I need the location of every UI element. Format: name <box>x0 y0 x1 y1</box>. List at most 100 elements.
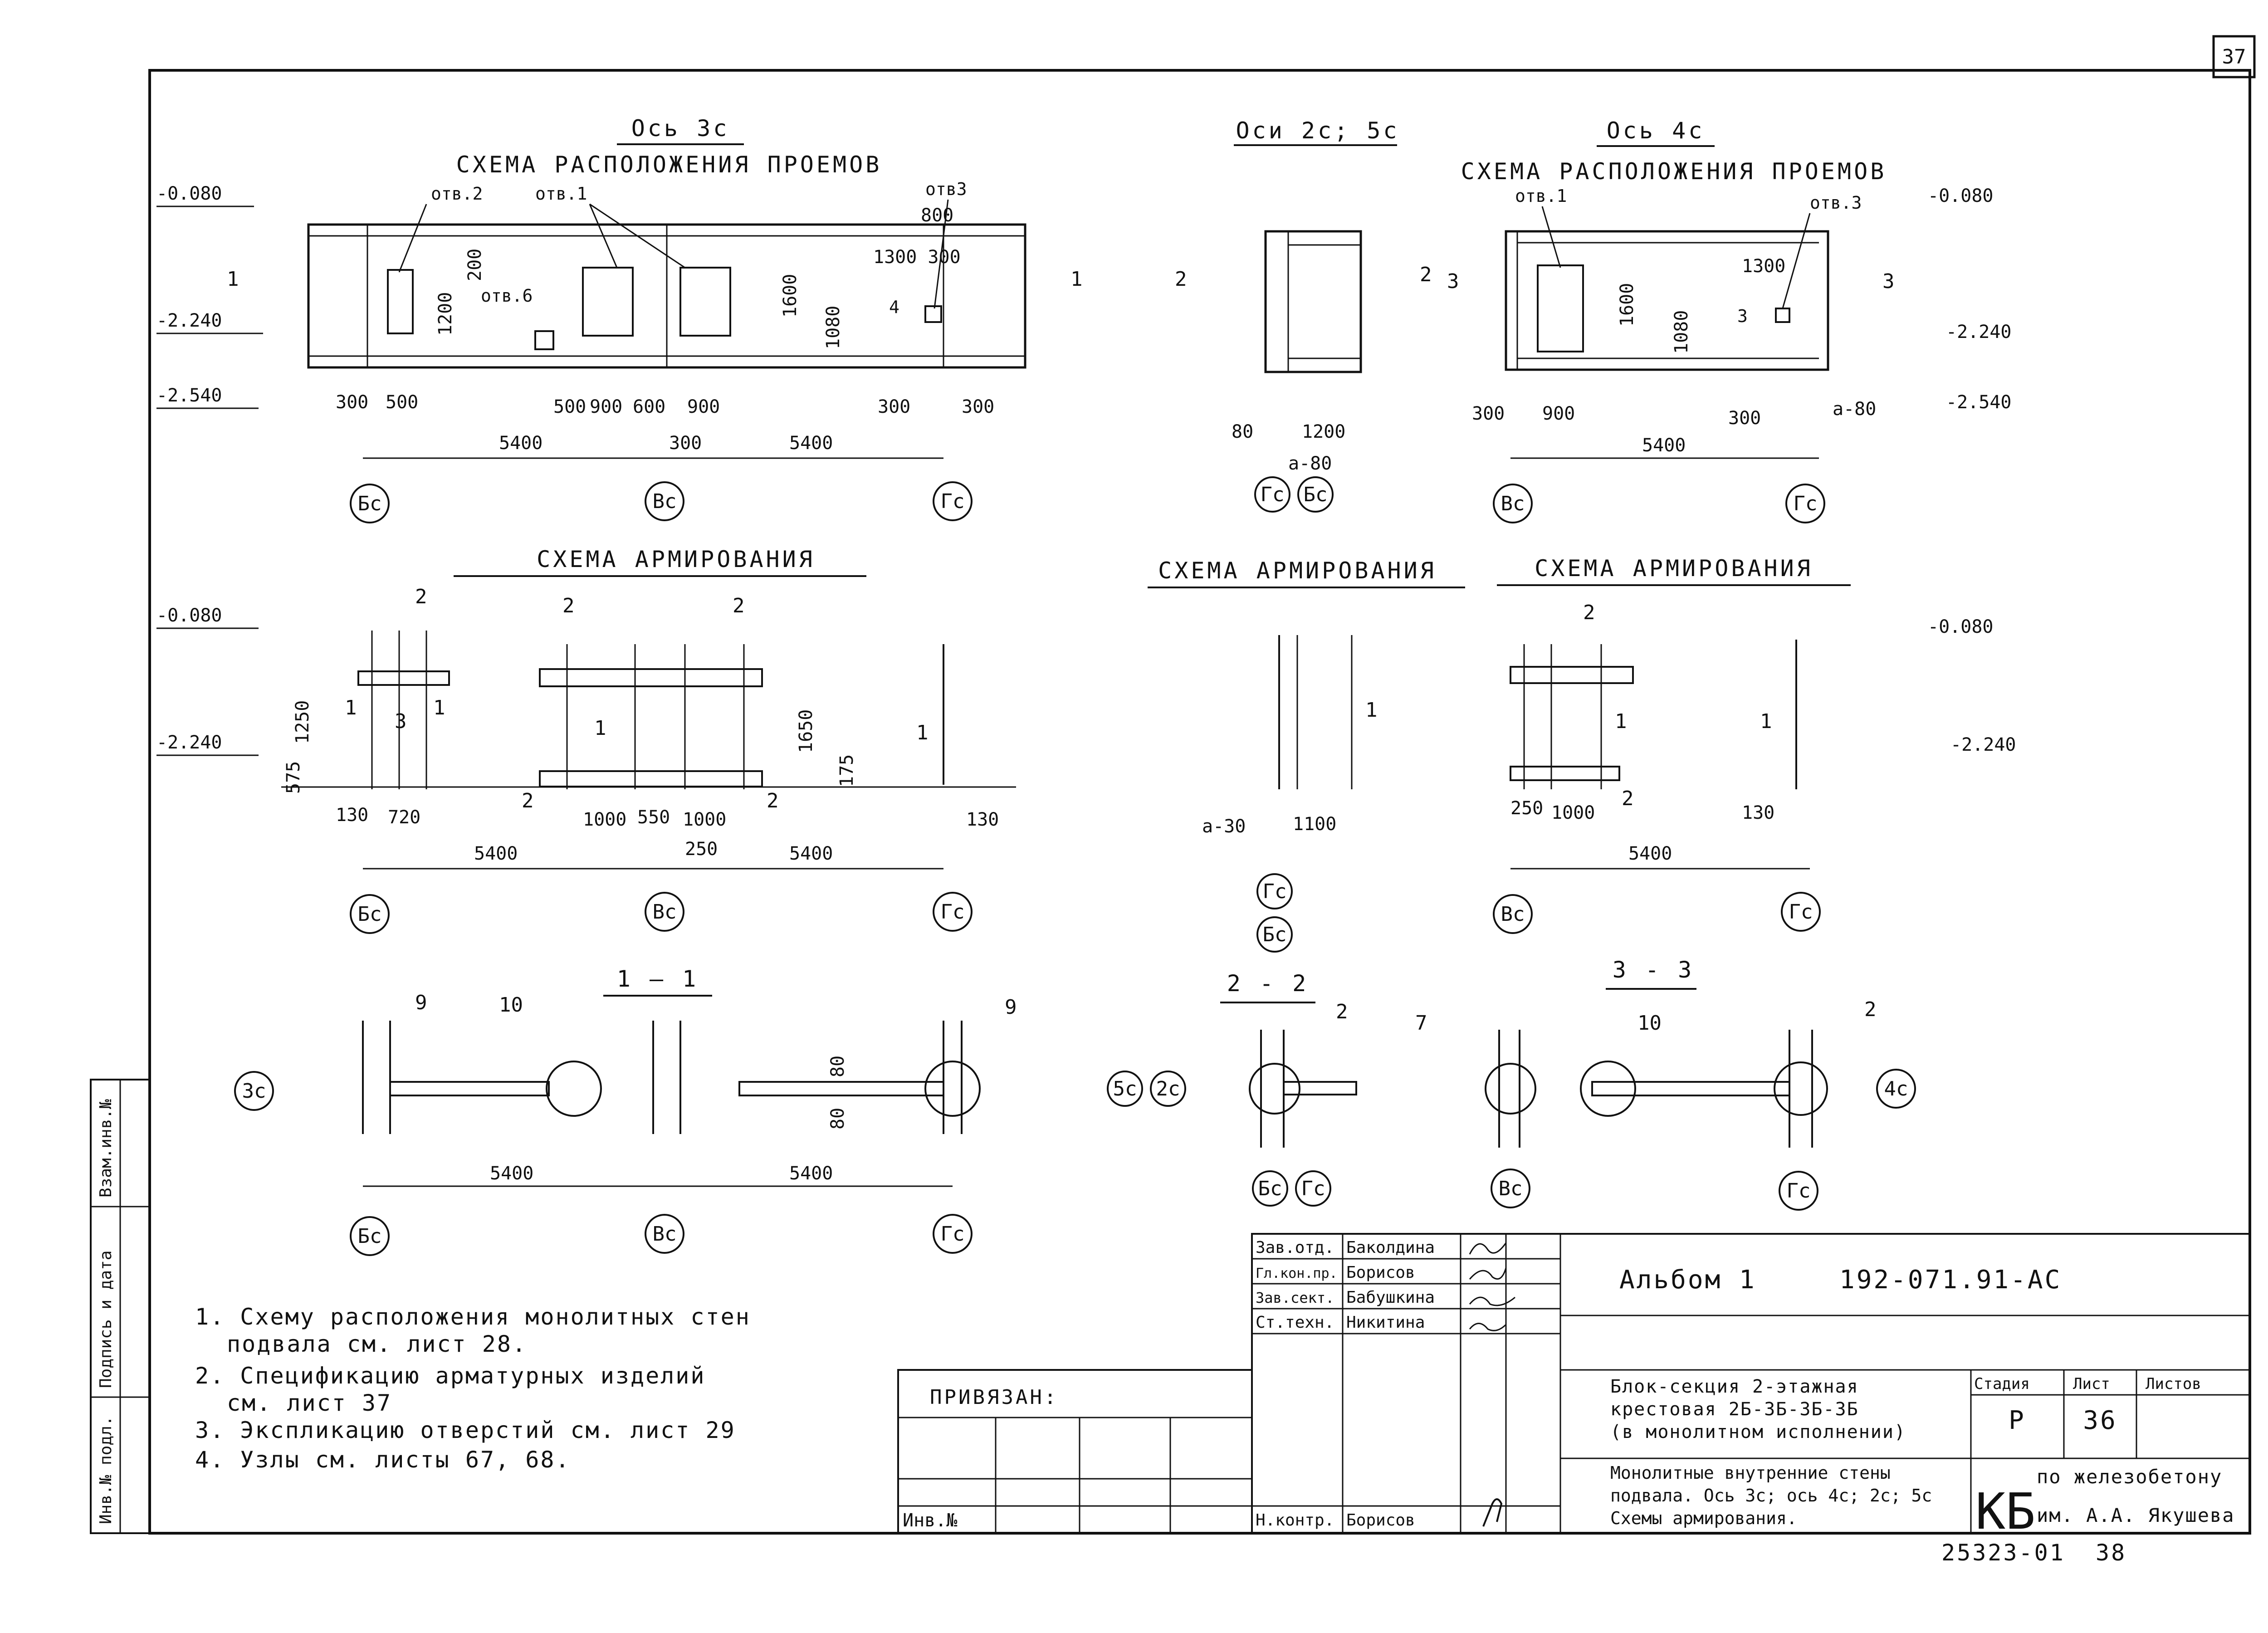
level-bot-4c: -2.540 <box>1946 392 2012 413</box>
label-otv2: отв.2 <box>431 184 483 204</box>
rb-axis-bs: Бс <box>358 903 382 926</box>
section-mark-1-left: 1 <box>227 268 239 291</box>
dim-300-l: 300 <box>336 392 368 413</box>
mark-3-4c: 3 <box>1737 306 1748 326</box>
section-mark-2-left: 2 <box>1175 268 1187 291</box>
level-top-3c: -0.080 <box>156 183 222 204</box>
axis-bubble-bs-1 <box>350 484 390 523</box>
tb-org-logo: КБ <box>1975 1482 2035 1540</box>
axis-bubble-gs-1 <box>933 481 973 521</box>
rb-mark-3: 3 <box>395 710 407 733</box>
sec22-axis-2c: 2с <box>1156 1077 1180 1100</box>
node-10-sec33 <box>1580 1061 1636 1117</box>
rb4-dim-5400: 5400 <box>1628 843 1672 864</box>
tb-sub-2: подвала. Ось 3с; ось 4с; 2с; 5с <box>1610 1486 1932 1506</box>
title-sec22: 2 - 2 <box>1227 970 1309 997</box>
signature-2 <box>1469 1267 1507 1280</box>
note-3: 3. Экспликацию отверстий см. лист 29 <box>195 1417 736 1443</box>
rb25-axis-bubble-bs <box>1256 916 1293 953</box>
dim-800: 800 <box>921 205 953 226</box>
section-2-2: 2 - 2 2 5с 2с Бс Гс <box>1107 970 1357 1207</box>
dim-900-m: 900 <box>590 396 622 417</box>
node-7-sec33 <box>1485 1063 1536 1115</box>
rb-axis-bubble-gs <box>933 892 973 932</box>
note-2b: см. лист 37 <box>227 1390 392 1416</box>
note-1a: 1. Схему расположения монолитных стен <box>195 1304 751 1330</box>
sec22-axis-bubble-5c <box>1107 1071 1143 1107</box>
side-stamp: Инв.№ подл. Подпись и дата Взам.инв.№ <box>90 1079 151 1534</box>
sheet-number-box <box>2212 35 2256 78</box>
tb-role-2: Гл.кон.пр. <box>1256 1266 1338 1281</box>
dim-80: 80 <box>1232 421 1253 442</box>
label-otv6: отв.6 <box>481 286 533 306</box>
rb-dim-550: 550 <box>637 807 670 828</box>
axis-bs-25: Бс <box>1304 483 1328 506</box>
level-mid-3c: -2.240 <box>156 310 222 331</box>
view-axes25c-openings: Оси 2с; 5с 2 2 80 1200 а-80 Гс Бс <box>1175 117 1432 513</box>
node-2-sec33 <box>1774 1061 1828 1116</box>
sec33-axis-bubble-gs <box>1779 1171 1818 1211</box>
level-mid-4c: -2.240 <box>1946 322 2012 342</box>
axis-bubble-vs-4c <box>1493 484 1533 523</box>
title-openings-3c: СХЕМА РАСПОЛОЖЕНИЯ ПРОЕМОВ <box>456 152 882 178</box>
sec33-axis-vs: Вс <box>1499 1177 1523 1200</box>
rb-dim-250: 250 <box>685 839 718 860</box>
view-axis4c-openings: Ось 4с СХЕМА РАСПОЛОЖЕНИЯ ПРОЕМОВ отв.1 … <box>1447 117 2012 523</box>
rb25-dim-1100: 1100 <box>1293 814 1336 835</box>
rb-axis-bubble-vs <box>645 892 684 932</box>
tb-album: Альбом 1 <box>1619 1265 1756 1295</box>
rb-mark-2a: 2 <box>415 585 427 608</box>
tb-sub-3: Схемы армирования. <box>1610 1508 1797 1528</box>
opening-3 <box>924 305 942 323</box>
rb25-mark-1: 1 <box>1365 699 1378 722</box>
title-block: ПРИВЯЗАН: Инв.№ Зав.отд. Гл.кон.пр. Зав.… <box>897 1233 2251 1540</box>
tb-nkontr-name: Борисов <box>1346 1511 1415 1530</box>
dim-1600-4c: 1600 <box>1617 283 1637 327</box>
dim-600-m: 600 <box>633 396 665 417</box>
dim-1080-4c: 1080 <box>1671 310 1692 354</box>
tb-col-sheets: Листов <box>2146 1375 2201 1393</box>
tb-name-1: Баколдина <box>1346 1238 1435 1257</box>
rb25-axis-gs: Гс <box>1263 880 1287 903</box>
title-openings-4c: СХЕМА РАСПОЛОЖЕНИЯ ПРОЕМОВ <box>1461 158 1887 185</box>
axis-bubble-gs-4c <box>1785 484 1825 523</box>
dim-300-c: 300 <box>669 433 702 454</box>
view-axis4c-rebar: СХЕМА АРМИРОВАНИЯ 2 1 1 2 -0.080 -2.240 … <box>1493 555 2016 934</box>
dim-900-r: 900 <box>687 396 720 417</box>
rb-mark-2b: 2 <box>562 594 575 617</box>
sec33-mark-2: 2 <box>1864 998 1877 1021</box>
rb-mark-2c: 2 <box>733 594 745 617</box>
dim-1200b: 1200 <box>1302 421 1345 442</box>
opening-6 <box>534 330 554 350</box>
signature-5 <box>1482 1498 1503 1527</box>
rb-dim-130-l: 130 <box>336 805 368 826</box>
node-9-sec11 <box>924 1061 981 1117</box>
notes: 1. Схему расположения монолитных стен по… <box>195 1304 751 1473</box>
sec11-axis-3c: 3с <box>242 1080 266 1103</box>
sec11-axis-gs: Гс <box>941 1222 965 1246</box>
tb-code: 192-071.91-АС <box>1839 1265 2062 1295</box>
tb-desc-2: крестовая 2Б-3Б-3Б-3Б <box>1610 1399 1859 1420</box>
title-rebar-4c: СХЕМА АРМИРОВАНИЯ <box>1535 555 1813 582</box>
sec22-axis-gs: Гс <box>1301 1177 1325 1200</box>
dim-1600: 1600 <box>780 274 801 318</box>
tb-desc-3: (в монолитном исполнении) <box>1610 1422 1906 1442</box>
rb25-axis-bs: Бс <box>1263 923 1287 946</box>
tb-role-3: Зав.сект. <box>1256 1289 1334 1306</box>
sec11-axis-bs: Бс <box>358 1225 382 1248</box>
section-1-1: 1 — 1 9 10 9 80 80 3с 5400 5400 Бс Вс Гс <box>234 966 1017 1256</box>
signature-3 <box>1469 1296 1515 1306</box>
level-bot-3c: -2.540 <box>156 385 222 406</box>
opening-2 <box>387 269 414 334</box>
bottom-num: 38 <box>2096 1540 2126 1566</box>
dim-300-4cr: 300 <box>1728 408 1761 429</box>
rb-dim-1000-l: 1000 <box>583 809 626 830</box>
rb-dim-1650: 1650 <box>796 709 816 753</box>
sec22-axis-bubble-bs <box>1252 1170 1288 1207</box>
sec11-axis-bubble-vs <box>645 1214 684 1254</box>
sec33-mark-7: 7 <box>1415 1012 1427 1035</box>
dim-a80-4c: а-80 <box>1833 399 1876 420</box>
title-axis4c: Ось 4с <box>1607 117 1705 144</box>
label-otv3-4c: отв.3 <box>1810 193 1862 213</box>
